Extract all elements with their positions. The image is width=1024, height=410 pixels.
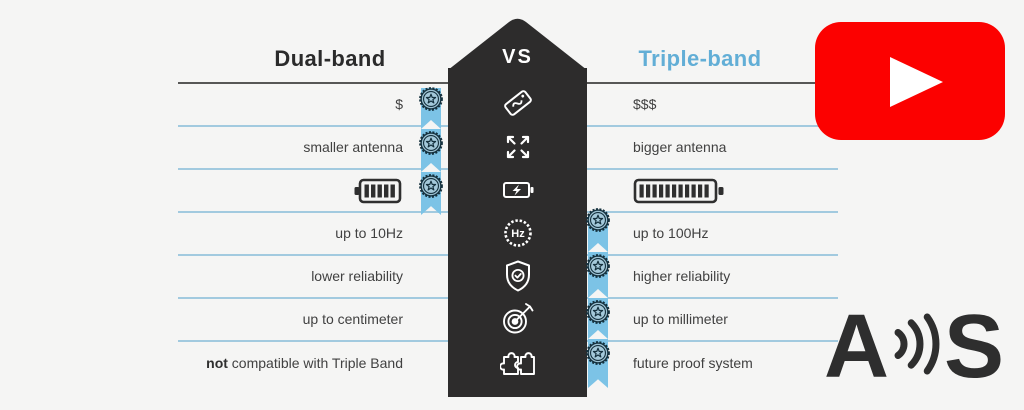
ribbon-notch xyxy=(588,289,608,298)
expand-arrows-icon xyxy=(506,135,530,159)
puzzle-pieces-icon xyxy=(500,352,535,375)
award-rosette-icon xyxy=(586,341,610,365)
target-accuracy-icon xyxy=(503,303,534,334)
award-rosette-icon xyxy=(419,174,443,198)
dual-band-header: Dual-band xyxy=(274,46,386,71)
svg-text:Hz: Hz xyxy=(511,228,525,240)
a-soundwaves-s-logo: A S xyxy=(824,297,1004,392)
watermark-letter-a: A xyxy=(824,297,889,392)
dual-update-rate-value: up to 10Hz xyxy=(335,225,403,241)
watermark-letter-s: S xyxy=(944,297,1004,392)
ribbon-notch xyxy=(588,243,608,252)
dual-price-value: $ xyxy=(395,96,403,112)
award-rosette-icon xyxy=(419,87,443,111)
award-rosette-icon xyxy=(586,208,610,232)
ribbon-notch xyxy=(421,120,441,129)
vs-column-arrow-top xyxy=(448,18,587,70)
triple-antenna-value: bigger antenna xyxy=(633,139,727,155)
triple-compatibility-value: future proof system xyxy=(633,355,753,371)
award-rosette-icon xyxy=(419,131,443,155)
shield-check-icon xyxy=(506,260,530,292)
vs-column xyxy=(448,68,587,397)
sound-waves-icon xyxy=(894,313,940,375)
large-battery-icon xyxy=(633,178,724,204)
award-rosette-icon xyxy=(586,254,610,278)
triple-band-header: Triple-band xyxy=(638,46,762,71)
not-emphasis: not xyxy=(206,355,228,371)
price-tag-icon xyxy=(504,90,532,116)
dual-reliability-value: lower reliability xyxy=(311,268,403,284)
triple-reliability-value: higher reliability xyxy=(633,268,731,284)
small-battery-icon xyxy=(354,178,402,204)
youtube-play-button[interactable] xyxy=(815,22,1005,140)
triple-price-value: $$$ xyxy=(633,96,657,112)
ribbon-notch xyxy=(421,163,441,172)
triple-accuracy-value: up to millimeter xyxy=(633,311,728,327)
dual-compatibility-value: not compatible with Triple Band xyxy=(206,355,403,371)
battery-charging-icon xyxy=(503,182,534,198)
award-rosette-icon xyxy=(586,300,610,324)
dual-antenna-value: smaller antenna xyxy=(303,139,403,155)
ribbon-notch xyxy=(588,330,608,339)
vs-label: VS xyxy=(502,46,533,68)
triple-update-rate-value: up to 100Hz xyxy=(633,225,709,241)
dual-accuracy-value: up to centimeter xyxy=(302,311,403,327)
hz-frequency-icon: Hz xyxy=(504,219,532,247)
